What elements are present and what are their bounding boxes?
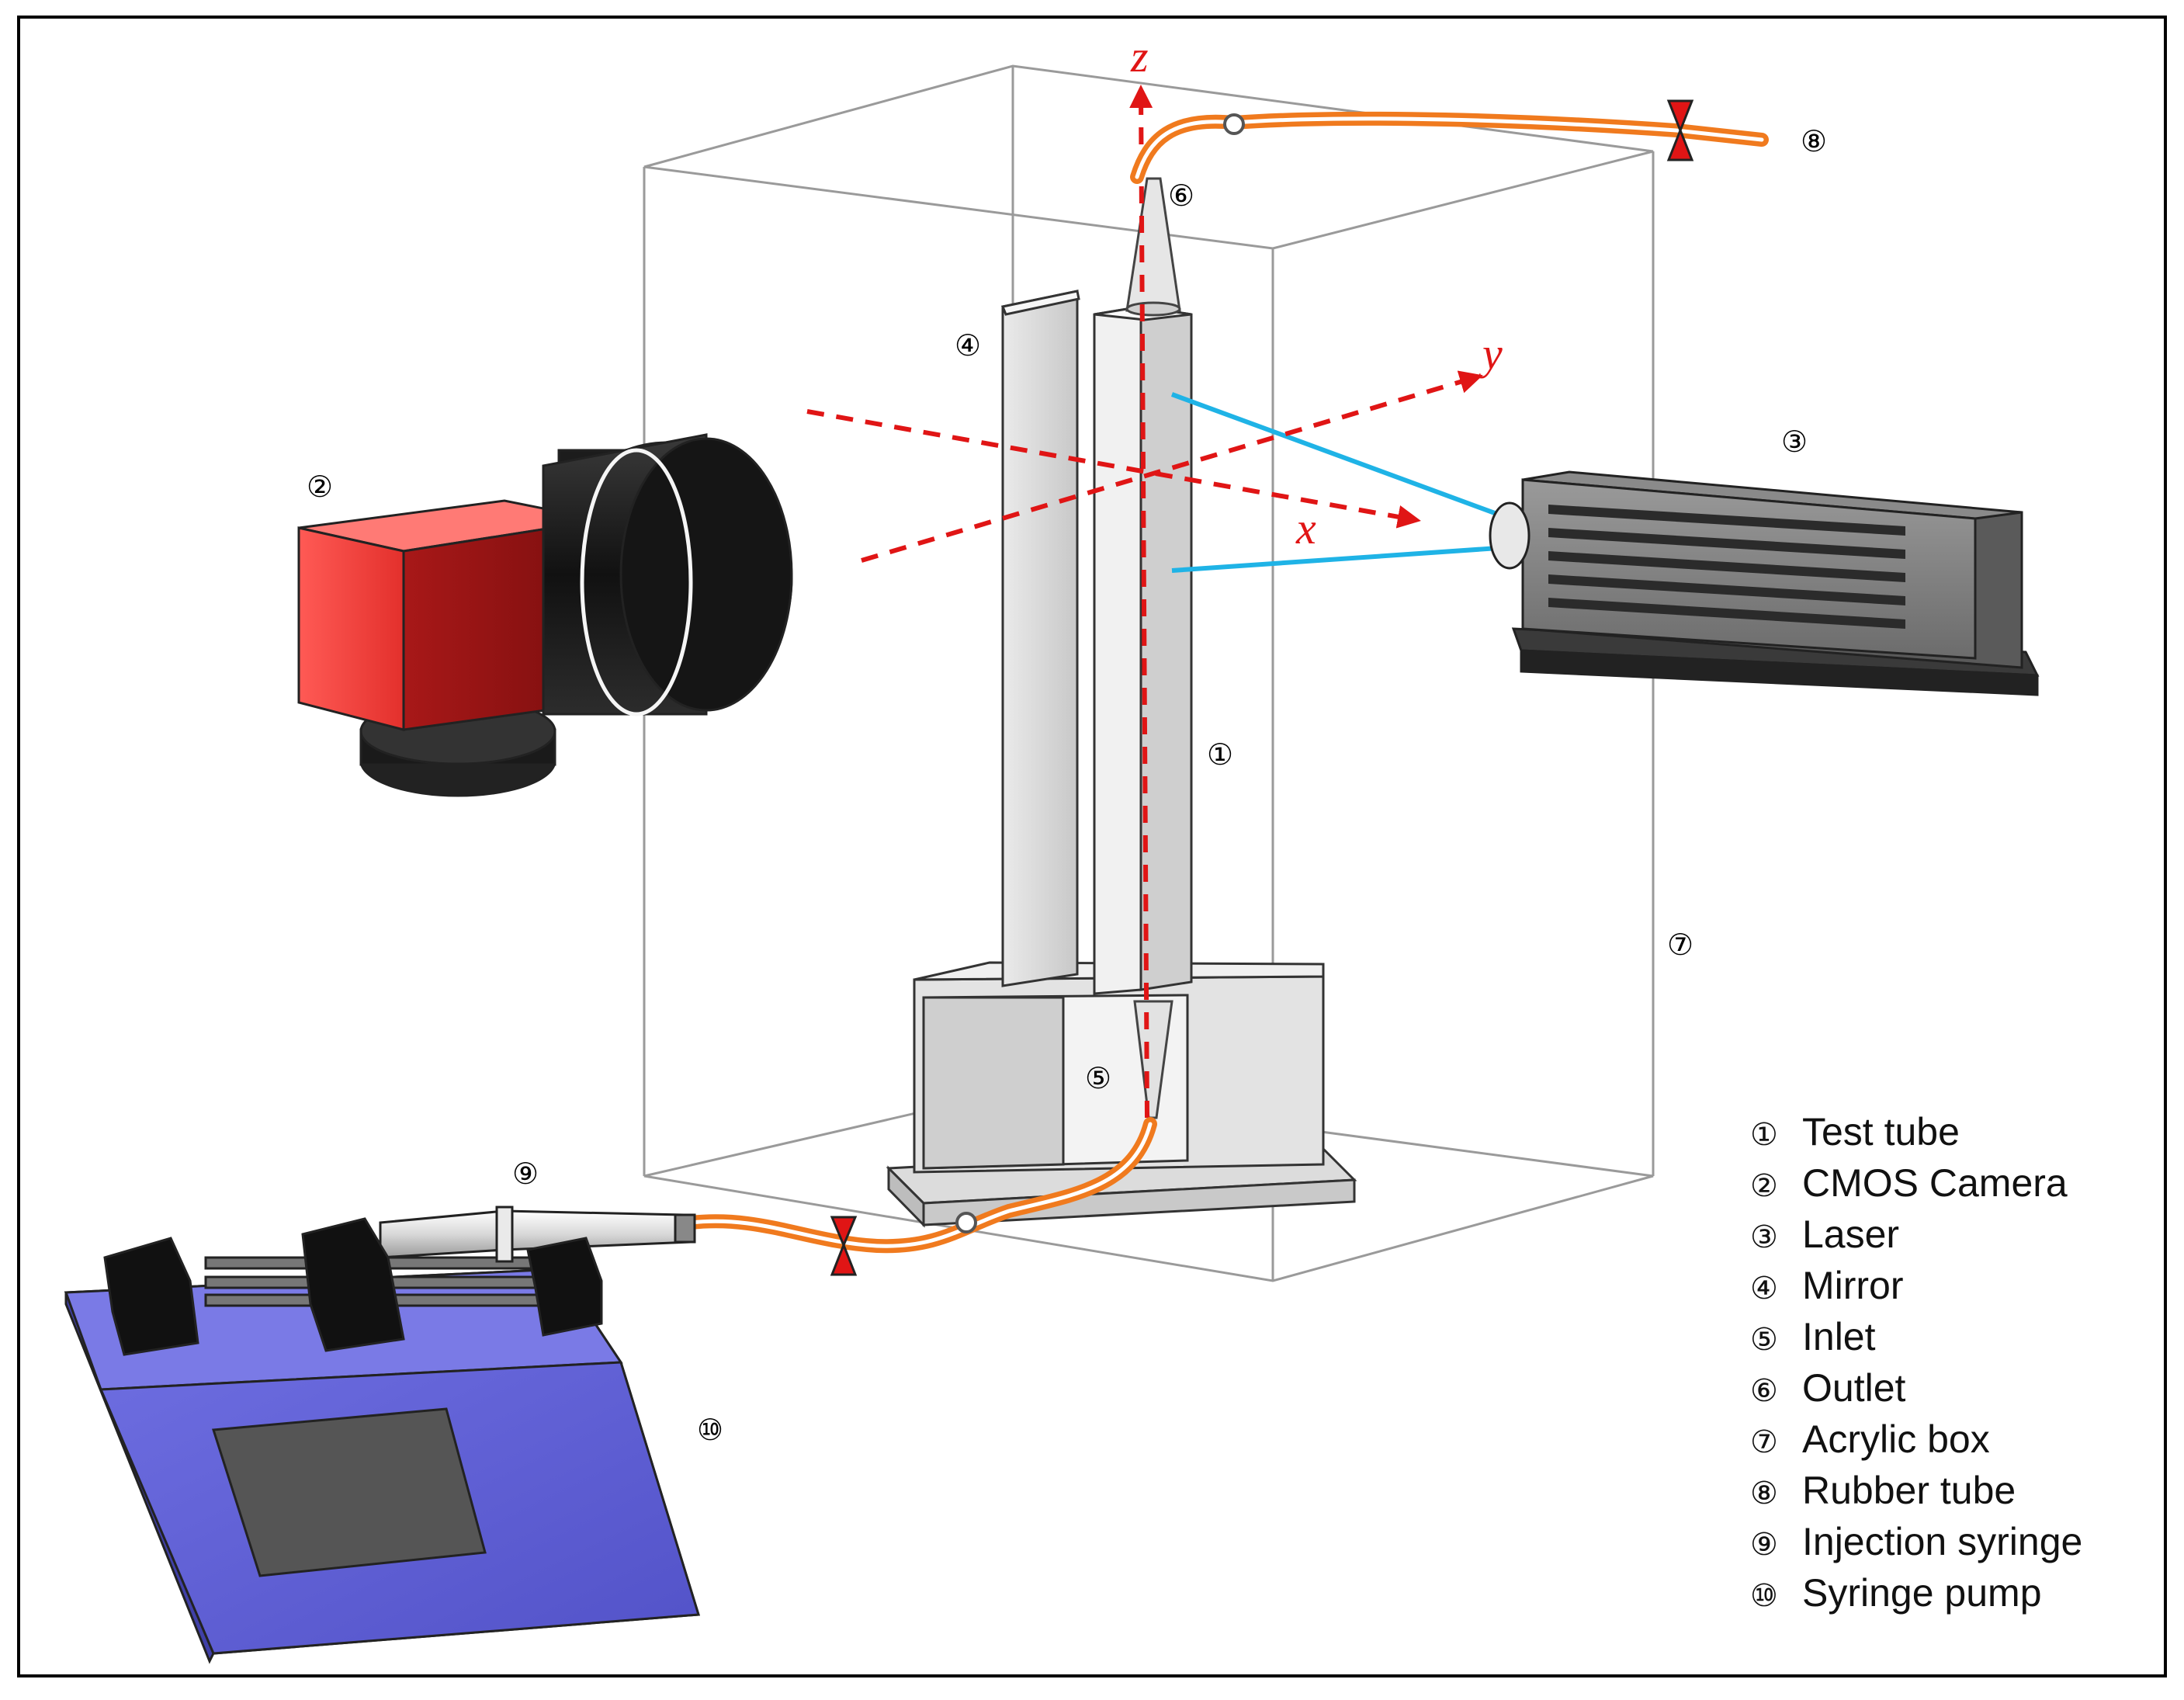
y-axis-label: y — [1479, 328, 1503, 379]
cmos-camera — [297, 433, 793, 797]
legend-item: ④ Mirror — [1750, 1264, 1904, 1307]
svg-text:③: ③ — [1750, 1220, 1778, 1254]
callout-10: ⑩ — [697, 1414, 723, 1447]
legend-item: ⑤ Inlet — [1750, 1315, 1876, 1358]
legend: ① Test tube ② CMOS Camera ③ Laser ④ Mirr… — [1750, 1110, 2082, 1615]
coordinate-axes — [806, 85, 1483, 1119]
svg-text:Injection syringe: Injection syringe — [1802, 1520, 2082, 1563]
svg-text:CMOS Camera: CMOS Camera — [1802, 1161, 2068, 1205]
svg-text:Acrylic box: Acrylic box — [1802, 1417, 1990, 1461]
svg-text:⑤: ⑤ — [1750, 1323, 1778, 1357]
svg-text:⑥: ⑥ — [1750, 1374, 1778, 1408]
mirror — [1000, 290, 1080, 987]
svg-text:Mirror: Mirror — [1802, 1264, 1904, 1307]
legend-item: ③ Laser — [1750, 1213, 1899, 1256]
svg-text:④: ④ — [1750, 1272, 1778, 1306]
callout-4: ④ — [955, 330, 981, 363]
svg-text:Test tube: Test tube — [1802, 1110, 1960, 1154]
legend-item: ⑦ Acrylic box — [1750, 1417, 1990, 1461]
svg-text:Laser: Laser — [1802, 1213, 1899, 1256]
legend-item: ⑩ Syringe pump — [1750, 1571, 2042, 1615]
svg-text:Outlet: Outlet — [1802, 1366, 1906, 1410]
legend-item: ① Test tube — [1750, 1110, 1960, 1154]
y-axis — [861, 370, 1483, 563]
callout-2: ② — [307, 471, 333, 504]
x-axis — [806, 409, 1421, 529]
callout-5: ⑤ — [1085, 1063, 1111, 1095]
z-axis — [1129, 85, 1153, 1119]
svg-text:⑦: ⑦ — [1750, 1425, 1778, 1459]
callout-8: ⑧ — [1801, 126, 1827, 158]
callout-3: ③ — [1781, 426, 1808, 459]
svg-text:⑧: ⑧ — [1750, 1476, 1778, 1511]
legend-item: ⑧ Rubber tube — [1750, 1469, 2016, 1512]
z-axis-label: z — [1130, 31, 1149, 82]
callout-7: ⑦ — [1667, 929, 1693, 962]
callout-1: ① — [1207, 739, 1233, 772]
inlet-nozzle — [1133, 1000, 1173, 1119]
laser-unit — [1489, 470, 2040, 696]
svg-text:①: ① — [1750, 1118, 1778, 1152]
callout-6: ⑥ — [1168, 180, 1194, 213]
rubber-tube-inlet — [684, 1117, 1157, 1254]
clamp-valve-bottom-icon — [830, 1216, 858, 1276]
legend-item: ⑥ Outlet — [1750, 1366, 1906, 1410]
legend-item: ② CMOS Camera — [1750, 1161, 2068, 1205]
svg-text:⑩: ⑩ — [1750, 1579, 1778, 1613]
injection-syringe — [103, 1206, 696, 1356]
rubber-tube-outlet — [1130, 111, 1769, 184]
svg-text:Syringe pump: Syringe pump — [1802, 1571, 2042, 1615]
clamp-valve-top-icon — [1666, 99, 1694, 161]
laser-sheet-beam — [1170, 392, 1511, 573]
svg-text:②: ② — [1750, 1169, 1778, 1203]
legend-item: ⑨ Injection syringe — [1750, 1520, 2082, 1563]
svg-text:⑨: ⑨ — [1750, 1528, 1778, 1562]
x-axis-label: x — [1295, 503, 1316, 553]
callout-9: ⑨ — [512, 1158, 539, 1191]
svg-text:Inlet: Inlet — [1802, 1315, 1876, 1358]
base-stand — [886, 961, 1357, 1228]
svg-text:Rubber tube: Rubber tube — [1802, 1469, 2016, 1512]
figure-frame — [17, 16, 2167, 1677]
